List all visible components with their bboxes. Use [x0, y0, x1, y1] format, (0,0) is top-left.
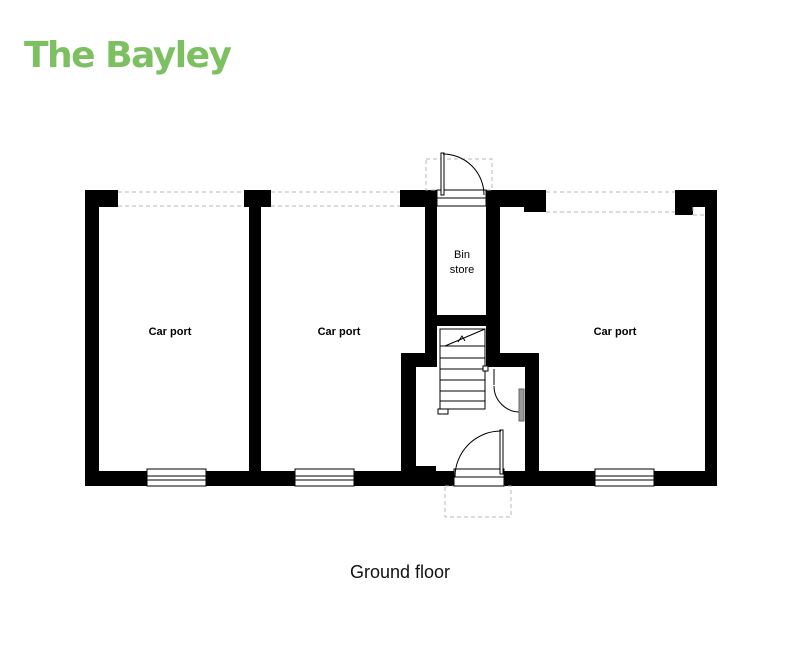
wall-core-right: [525, 353, 539, 486]
room-label-car-port-right: Car port: [594, 326, 637, 338]
room-label-bin-store-line2: store: [450, 264, 474, 276]
floor-label: Ground floor: [349, 562, 451, 582]
room-label-car-port-left: Car port: [149, 326, 192, 338]
wall-left-outer: [85, 190, 99, 486]
window-right: [594, 468, 655, 487]
wall-bin-right: [486, 190, 500, 354]
staircase: [437, 328, 489, 415]
walls: [85, 190, 717, 486]
wall-divider-1: [249, 190, 261, 486]
wall-bottom-5: [654, 471, 717, 486]
wall-core-step: [401, 466, 436, 486]
wall-core-left: [401, 353, 416, 486]
wall-top-right-corner: [675, 190, 693, 215]
openings: [118, 158, 705, 518]
room-label-car-port-middle: Car port: [318, 326, 361, 338]
window-left: [146, 468, 207, 487]
wall-bin-left: [425, 190, 437, 354]
wall-right-outer: [705, 190, 717, 486]
development-title: The Bayley: [24, 35, 232, 76]
doors: [436, 152, 525, 487]
entrance-door-swing-zone: [444, 485, 512, 518]
wall-bin-floor: [425, 315, 500, 326]
wall-pillar: [524, 190, 546, 212]
bin-store-door: [436, 152, 487, 207]
wall-top-left-stub: [85, 190, 118, 207]
bin-door-swing-zone: [425, 158, 493, 191]
wall-bottom-2: [206, 471, 295, 486]
room-label-bin-store-line1: Bin: [454, 249, 470, 261]
internal-door: [493, 369, 525, 422]
wall-bottom-4: [504, 471, 595, 486]
wall-bottom-1: [85, 471, 147, 486]
entrance-door: [453, 429, 505, 487]
stair-arrow-icon: [457, 335, 466, 343]
window-middle: [294, 468, 355, 487]
windows: [146, 468, 655, 487]
